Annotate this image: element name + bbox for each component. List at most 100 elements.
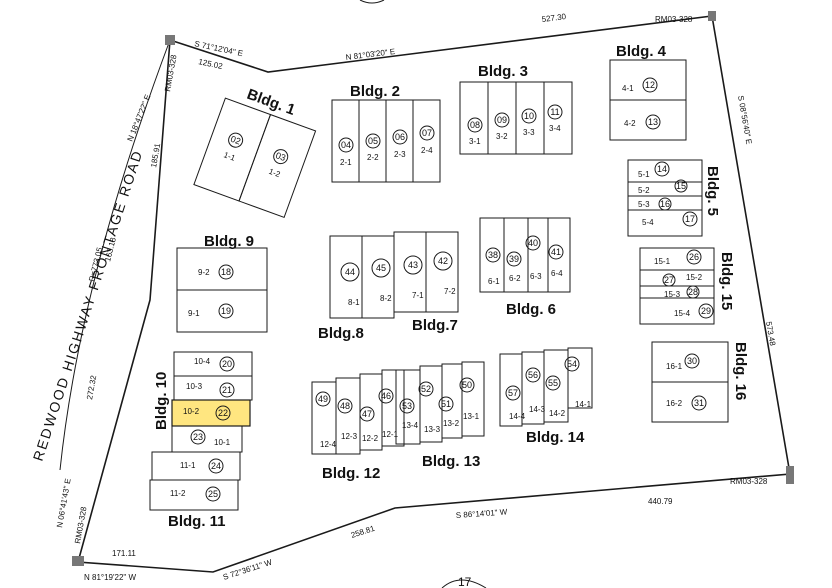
building-10 <box>171 351 253 453</box>
unit-number-47: 47 <box>362 409 372 419</box>
building-14 <box>499 347 593 427</box>
bldg-11-label: Bldg. 11 <box>168 513 226 530</box>
unit-number-02: 02 <box>229 134 242 147</box>
unit-circle-03 <box>273 149 289 165</box>
unit-outline-7-2 <box>425 231 459 313</box>
unit-number-05: 05 <box>368 136 378 146</box>
unit-number-26: 26 <box>689 252 699 262</box>
unit-circle-39 <box>506 251 522 267</box>
unit-number-21: 21 <box>222 385 232 395</box>
unit-circle-45 <box>371 258 391 278</box>
unit-label-15-1: 15-1 <box>654 257 671 266</box>
unit-outline-13-1 <box>461 361 485 437</box>
rm-top-left: RM03-328 <box>163 53 178 92</box>
unit-label-6-4: 6-4 <box>551 269 563 278</box>
bldg-4-label: Bldg. 4 <box>616 43 667 60</box>
bldg-13-label: Bldg. 13 <box>422 453 480 470</box>
bearing-b3: S 08°56'40" E <box>736 95 753 145</box>
unit-label-12-4: 12-4 <box>320 440 337 449</box>
building-9 <box>176 247 268 333</box>
unit-number-07: 07 <box>422 128 432 138</box>
building-16 <box>651 341 729 423</box>
boundary-line <box>76 15 791 573</box>
rm-top-right: RM03-328 <box>655 15 693 24</box>
unit-number-23: 23 <box>193 432 203 442</box>
monument-marker-bottom-left <box>72 556 84 566</box>
unit-circle-51 <box>438 396 454 412</box>
building-11 <box>149 451 241 511</box>
top-edge-arc <box>359 0 385 4</box>
unit-number-08: 08 <box>470 120 480 130</box>
unit-label-12-3: 12-3 <box>341 432 358 441</box>
unit-number-41: 41 <box>551 247 561 257</box>
unit-label-13-4: 13-4 <box>402 421 419 430</box>
unit-label-2-1: 2-1 <box>340 158 352 167</box>
unit-circle-55 <box>545 375 561 391</box>
building-4 <box>609 59 687 141</box>
unit-circle-40 <box>525 235 541 251</box>
bldg-6-label: Bldg. 6 <box>506 301 556 318</box>
unit-circle-30 <box>684 353 700 369</box>
unit-label-5-4: 5-4 <box>642 218 654 227</box>
unit-label-3-1: 3-1 <box>469 137 481 146</box>
length-b5: 258.81 <box>350 524 377 540</box>
length-b7: 272.32 <box>85 374 98 400</box>
unit-outline-6-4 <box>547 217 571 293</box>
unit-circle-24 <box>208 458 224 474</box>
unit-number-48: 48 <box>340 401 350 411</box>
length-b3: 573.48 <box>764 321 777 347</box>
boundary-curve-arc <box>59 39 171 471</box>
unit-label-4-1: 4-1 <box>622 84 634 93</box>
unit-label-7-2: 7-2 <box>444 287 456 296</box>
unit-number-19: 19 <box>221 306 231 316</box>
edge-mark-bottom: 17 <box>458 575 472 588</box>
unit-circle-12 <box>642 77 658 93</box>
unit-number-53: 53 <box>402 401 412 411</box>
unit-label-16-2: 16-2 <box>666 399 683 408</box>
unit-outline-10-1 <box>171 425 243 453</box>
unit-circle-53 <box>399 398 415 414</box>
unit-circle-10 <box>521 108 537 124</box>
unit-circle-26 <box>686 249 702 265</box>
unit-label-7-1: 7-1 <box>412 291 424 300</box>
unit-number-39: 39 <box>509 254 519 264</box>
bearing-b8: N 18°47'22" E <box>126 93 153 143</box>
monument-marker-top-right <box>708 11 716 21</box>
unit-circle-38 <box>485 247 501 263</box>
unit-number-10: 10 <box>524 111 534 121</box>
unit-circle-09 <box>494 112 510 128</box>
bldg-16-label: Bldg. 16 <box>732 342 749 400</box>
building-8 <box>329 235 395 319</box>
length-b1: 125.02 <box>198 57 224 71</box>
bldg-14-label: Bldg. 14 <box>526 429 585 446</box>
unit-label-6-1: 6-1 <box>488 277 500 286</box>
building-13 <box>395 361 485 445</box>
monument-marker-bottom-right <box>786 466 794 484</box>
unit-circle-49 <box>315 391 331 407</box>
length-b8: 185.91 <box>149 142 162 168</box>
unit-circle-23 <box>190 429 206 445</box>
unit-label-5-1: 5-1 <box>638 170 650 179</box>
unit-circle-41 <box>548 244 564 260</box>
unit-circle-56 <box>525 367 541 383</box>
unit-annotations: 02 1-1 03 1-2 04 2-1 05 2-2 06 2-3 07 2-… <box>170 77 714 502</box>
unit-outline-15-1 <box>639 247 715 271</box>
unit-number-24: 24 <box>211 461 221 471</box>
unit-label-5-2: 5-2 <box>638 186 650 195</box>
length-b2: 527.30 <box>541 12 567 24</box>
unit-number-42: 42 <box>438 256 448 266</box>
boundary-annotations: REDWOOD HIGHWAY FRONTAGE ROAD S 71°12'04… <box>30 12 778 588</box>
unit-number-20: 20 <box>222 359 232 369</box>
unit-circle-02 <box>228 132 244 148</box>
unit-label-2-4: 2-4 <box>421 146 433 155</box>
unit-outline-11-1 <box>151 451 241 481</box>
unit-outline-7-1 <box>393 231 427 313</box>
unit-label-1-2: 1-2 <box>268 167 282 180</box>
unit-number-12: 12 <box>645 80 655 90</box>
unit-outline-12-1 <box>381 369 405 447</box>
unit-outline-16-2 <box>651 381 729 423</box>
unit-number-17: 17 <box>685 214 695 224</box>
unit-label-14-1: 14-1 <box>575 400 592 409</box>
unit-outline-14-1 <box>567 347 593 409</box>
